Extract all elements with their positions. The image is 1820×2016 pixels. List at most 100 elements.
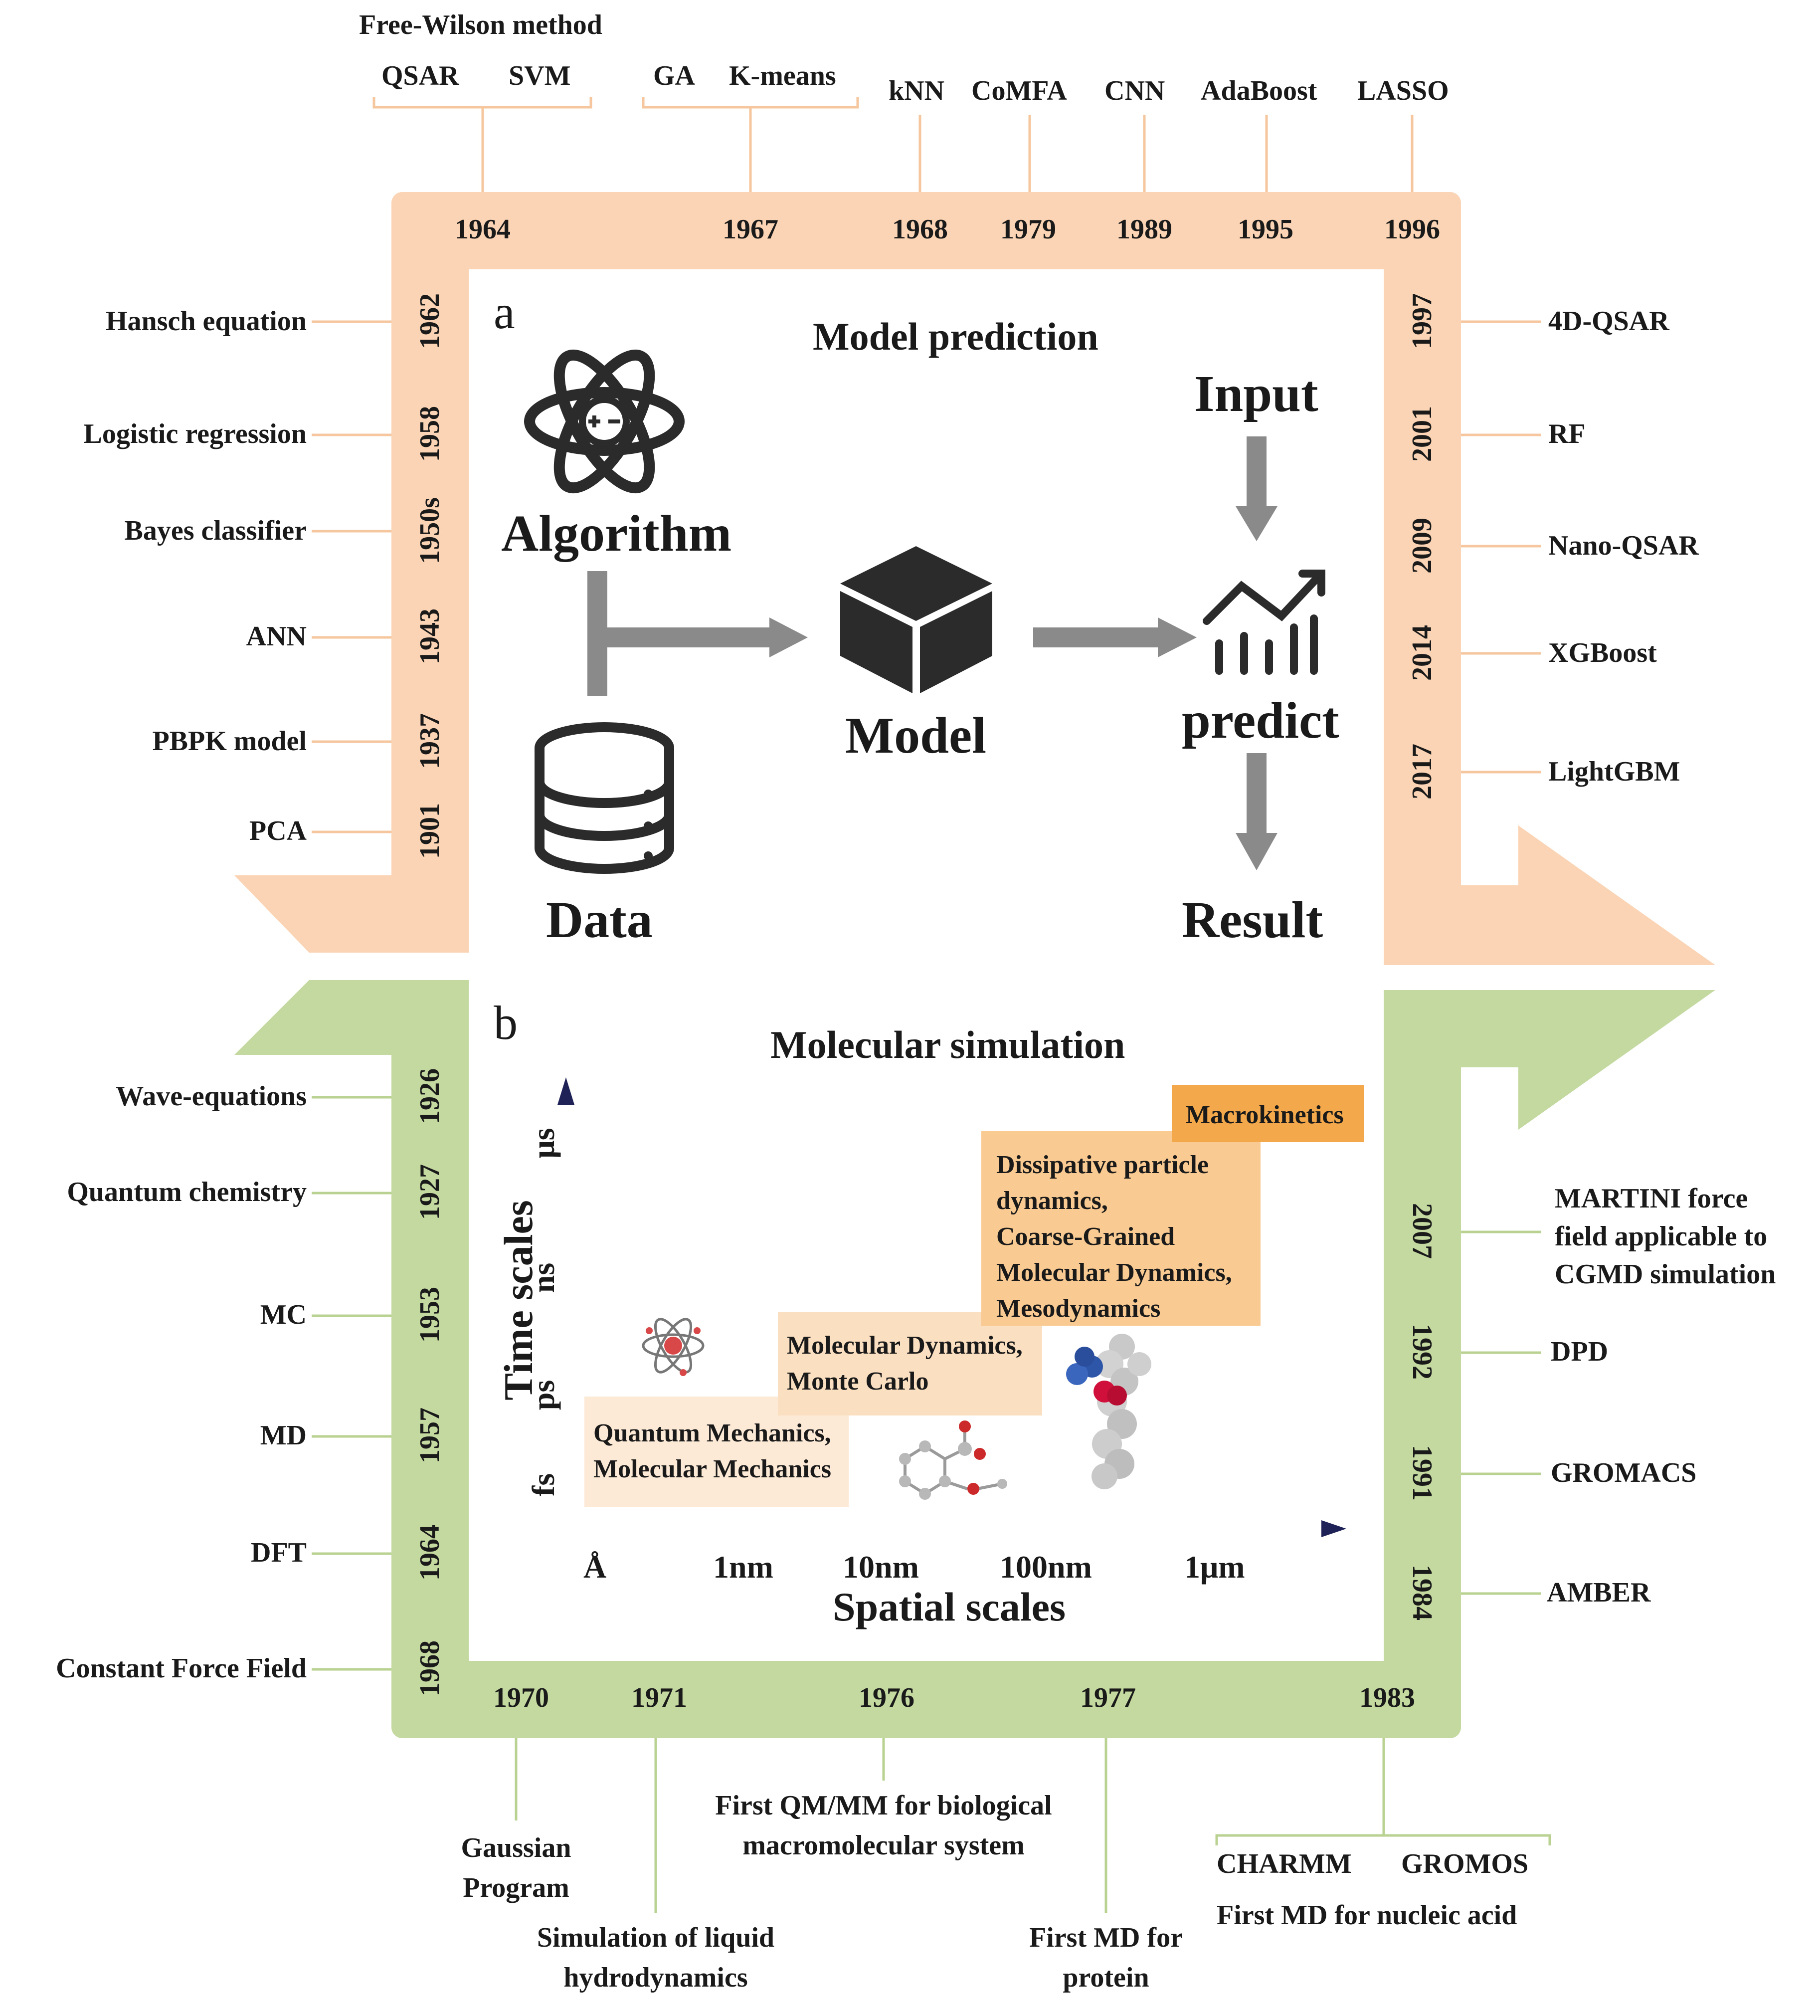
bottom-year: 1971	[631, 1682, 687, 1713]
top-year: 1967	[723, 214, 778, 245]
left-year-a: 1943	[414, 608, 445, 664]
right-year-b: 1992	[1407, 1324, 1438, 1380]
top-label-qsar: QSAR	[381, 60, 459, 91]
top-year: 1979	[1000, 214, 1056, 245]
right-label-a: 4D-QSAR	[1548, 306, 1669, 337]
scale-box-text: Coarse-Grained	[996, 1222, 1175, 1251]
right-year-b: 1991	[1407, 1445, 1438, 1501]
model-label: Model	[845, 707, 987, 764]
bottom-label-gromos: GROMOS	[1401, 1848, 1529, 1879]
protein-molecule-icon	[1066, 1334, 1151, 1489]
bottom-label-line: protein	[1063, 1962, 1149, 1993]
left-year-b: 1953	[414, 1287, 445, 1343]
top-label-ga: GA	[653, 60, 695, 91]
scale-box-text: Quantum Mechanics,	[593, 1419, 831, 1447]
orange-timeline-band	[234, 192, 1715, 965]
top-label-knn: kNN	[889, 75, 945, 106]
top-label-adaboost: AdaBoost	[1201, 75, 1317, 106]
bottom-label-line: hydrodynamics	[563, 1962, 748, 1993]
scale-box-dpd: Dissipative particle dynamics, Coarse-Gr…	[987, 1137, 1241, 1337]
bottom-label-liquid: Simulation of liquid hydrodynamics	[506, 1918, 805, 1998]
right-label-b-line: CGMD simulation	[1555, 1259, 1776, 1290]
bottom-label-line: Gaussian	[461, 1832, 571, 1863]
scale-box-text: Mesodynamics	[996, 1294, 1161, 1323]
panel-b-title: Molecular simulation	[770, 1023, 1125, 1066]
left-year-a: 1901	[414, 803, 445, 859]
right-year-b: 2007	[1407, 1203, 1438, 1259]
atom-molecule-icon	[642, 1318, 705, 1376]
scale-box-text: Molecular Dynamics,	[996, 1258, 1232, 1287]
scale-box-md: Molecular Dynamics, Monte Carlo	[778, 1318, 1032, 1410]
panel-b-letter: b	[494, 996, 518, 1049]
right-year-a: 2017	[1407, 744, 1438, 800]
right-label-b: DPD	[1551, 1336, 1609, 1367]
left-year-a: 1958	[414, 406, 445, 462]
left-label-b: MD	[260, 1420, 307, 1451]
bottom-year: 1983	[1359, 1682, 1415, 1713]
right-label-b: GROMACS	[1551, 1457, 1697, 1488]
database-icon	[535, 722, 674, 874]
right-year-a: 2014	[1407, 625, 1438, 681]
scale-box-macro: Macrokinetics	[1186, 1101, 1344, 1129]
right-label-a: LightGBM	[1548, 756, 1680, 787]
left-label-b: DFT	[251, 1537, 307, 1568]
panel-a-letter: a	[494, 285, 515, 339]
bottom-label-line: Simulation of liquid	[537, 1922, 775, 1953]
bottom-year: 1976	[859, 1682, 914, 1713]
green-timeline-band	[234, 980, 1715, 1738]
top-label-kmeans: K-means	[729, 60, 836, 91]
bottom-label-gaussian: Gaussian Program	[416, 1828, 616, 1908]
panel-a-title: Model prediction	[813, 315, 1098, 358]
left-label-a: Logistic regression	[83, 418, 307, 449]
small-molecule-icon	[899, 1420, 1007, 1500]
scale-boxes	[584, 1085, 1364, 1507]
left-label-b: MC	[260, 1299, 307, 1330]
predict-label: predict	[1182, 692, 1339, 749]
right-year-a: 2009	[1407, 518, 1438, 574]
left-label-b: Wave-equations	[116, 1081, 307, 1112]
right-year-a: 1997	[1407, 293, 1438, 349]
bottom-label-charmm: CHARMM	[1217, 1848, 1352, 1879]
x-tick: 1nm	[713, 1549, 773, 1585]
top-label-lasso: LASSO	[1357, 75, 1449, 106]
left-label-a: ANN	[246, 621, 307, 652]
right-label-martini: MARTINI force field applicable to CGMD s…	[1555, 1180, 1776, 1293]
left-label-a: Hansch equation	[106, 306, 307, 337]
x-tick: 100nm	[1000, 1549, 1092, 1585]
right-label-a: XGBoost	[1548, 637, 1657, 668]
right-label-a: RF	[1548, 418, 1586, 449]
scale-box-text: Molecular Dynamics,	[787, 1331, 1023, 1360]
left-year-b: 1964	[414, 1525, 445, 1581]
bottom-label-line: First QM/MM for biological	[715, 1790, 1052, 1821]
y-tick: μs	[526, 1128, 561, 1159]
x-tick: Å	[583, 1549, 607, 1585]
trend-chart-icon	[1203, 570, 1325, 675]
right-year-b: 1984	[1407, 1565, 1438, 1620]
green-connectors	[312, 1096, 1551, 1913]
input-label: Input	[1194, 365, 1318, 422]
left-year-a: 1962	[414, 293, 445, 349]
right-label-a: Nano-QSAR	[1548, 530, 1699, 561]
top-year: 1996	[1384, 214, 1440, 245]
right-year-a: 2001	[1407, 406, 1438, 462]
top-label-svm: SVM	[509, 60, 571, 91]
scale-box-text: Monte Carlo	[787, 1367, 929, 1396]
bottom-label-nucleic: First MD for nucleic acid	[1217, 1900, 1517, 1931]
flow-arrows	[587, 436, 1277, 870]
left-year-b: 1926	[414, 1068, 445, 1124]
left-year-b: 1968	[414, 1640, 445, 1696]
left-year-b: 1927	[414, 1164, 445, 1220]
result-label: Result	[1182, 891, 1323, 949]
data-label: Data	[546, 891, 653, 949]
bottom-label-line: macromolecular system	[742, 1830, 1025, 1861]
left-year-a: 1950s	[414, 497, 445, 564]
x-axis-label: Spatial scales	[833, 1584, 1066, 1629]
atom-icon	[524, 349, 685, 494]
bottom-label-line: Program	[463, 1872, 569, 1903]
x-tick: 10nm	[843, 1549, 919, 1585]
scale-box-text: Dissipative particle	[996, 1151, 1209, 1179]
y-tick: ns	[526, 1262, 561, 1293]
left-label-a: Bayes classifier	[124, 515, 307, 546]
top-label-free-wilson: Free-Wilson method	[359, 9, 602, 40]
chart-axes	[557, 1077, 1346, 1537]
